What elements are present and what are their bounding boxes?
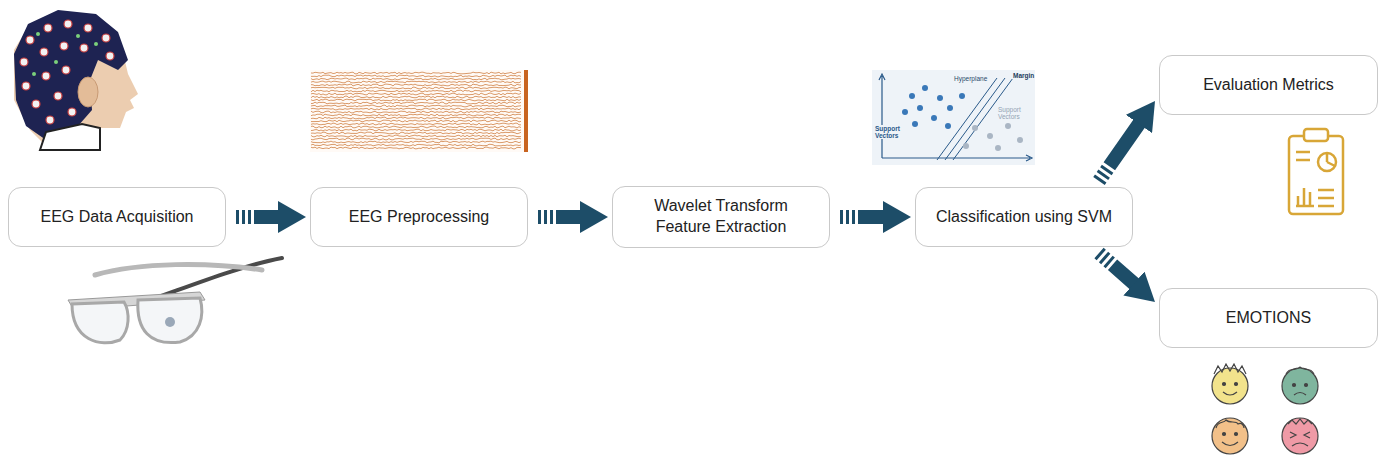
signal-trace [311,75,521,77]
signal-trace [311,147,521,149]
signal-trace [311,123,521,125]
box-label: EEG Preprocessing [349,207,490,228]
signal-trace [311,111,521,113]
process-box: Wavelet Transform Feature Extraction [612,186,830,248]
box-label: EMOTIONS [1226,308,1311,329]
plot-ground [872,70,1035,165]
box-label: Evaluation Metrics [1203,75,1334,96]
eeg-cap [14,10,128,140]
signal-trace [311,90,521,92]
eeg-head [14,10,138,150]
svm-plot [872,70,1035,165]
signal-trace [311,78,521,80]
signal-trace [311,144,521,146]
signal-trace [311,114,521,116]
collar [40,124,100,150]
signal-trace [311,108,521,110]
signal-ground [310,70,528,152]
signal-trace [311,138,521,140]
plot-label: Margin [1012,72,1035,79]
flow-arrow [1099,122,1140,181]
signal-trace [311,135,521,137]
signal-trace [311,126,521,128]
plot-axes [879,74,1032,161]
ear [78,77,98,107]
signal-trace [311,132,521,134]
signal-trace [311,87,521,89]
plot-label: Support Vectors [874,125,908,139]
signal-trace [311,93,521,95]
eye-tracking-glasses [68,258,282,343]
clipboard-icon [1289,129,1343,214]
plot-label: Hyperplane [953,75,988,82]
electrode-gel [32,32,98,76]
signal-trace [311,120,521,122]
signal-trace [311,81,521,83]
class-a-points [902,85,965,129]
flow-arrow [840,210,885,224]
process-box: Classification using SVM [915,187,1133,247]
process-box: Evaluation Metrics [1159,55,1378,115]
box-label: Wavelet Transform Feature Extraction [631,196,811,238]
signal-trace [311,105,521,107]
eye-camera [165,317,175,327]
signal-trace [311,129,521,131]
signal-trace [311,102,521,104]
flow-arrow [538,210,582,224]
signal-marker [524,70,528,152]
signal-trace [311,99,521,101]
flow-arrow [1099,253,1135,285]
signal-trace [311,141,521,143]
signal-trace [311,96,521,98]
box-label: EEG Data Acquisition [41,207,194,228]
process-box: EEG Data Acquisition [8,187,226,247]
process-box: EEG Preprocessing [310,187,528,247]
signal-trace [311,117,521,119]
box-label: Classification using SVM [936,207,1112,228]
glasses-lens [72,302,128,343]
signal-trace [311,72,521,74]
emotion-faces [1212,364,1318,454]
glasses-lens [138,298,202,343]
process-box: EMOTIONS [1159,288,1378,348]
plot-label: Support Vectors [997,106,1031,120]
eeg-signal-plot [310,70,528,152]
electrodes [20,20,114,124]
flow-arrow [236,210,280,224]
glasses-arm [95,265,262,275]
signal-trace [311,84,521,86]
